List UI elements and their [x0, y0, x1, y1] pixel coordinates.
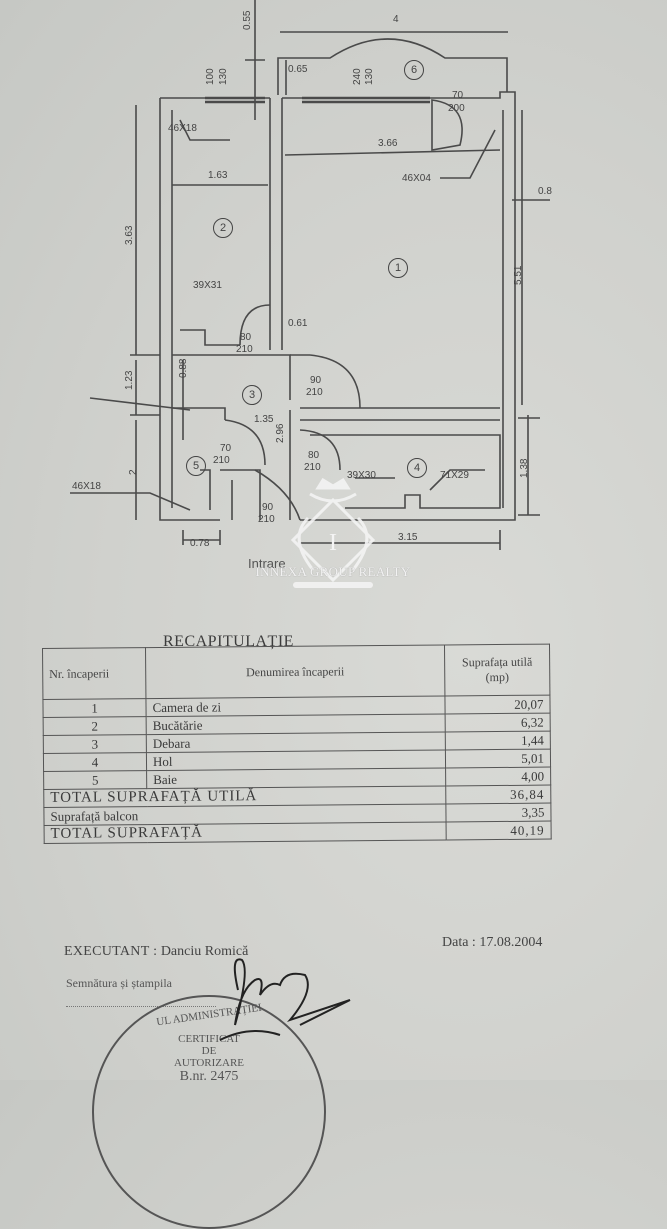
floor-plan-drawing — [70, 0, 550, 550]
executant: EXECUTANT : Danciu Romică — [64, 944, 248, 960]
dim-hall-bottom-width: 3.15 — [398, 532, 418, 543]
stamp-line-2: DE — [201, 1045, 217, 1057]
dim-hall-fixture-2: 71X29 — [440, 470, 469, 481]
dim-radiator-living: 46X04 — [402, 173, 431, 184]
dim-bath-width: 0.78 — [190, 538, 210, 549]
header-area: Suprafața utilă (mp) — [444, 644, 550, 696]
stamp-line-3: AUTORIZARE — [173, 1057, 245, 1069]
dim-top-overall: 4 — [393, 14, 399, 25]
dim-bath-depth: 2 — [128, 469, 139, 475]
stamp-number: B.nr. 2475 — [179, 1069, 239, 1084]
date-label: Data : — [442, 935, 476, 950]
dim-radiator-bath: 46X18 — [72, 481, 101, 492]
dim-window-left-2: 130 — [218, 68, 229, 85]
brand-watermark: I INNEXA GROUP REALTY — [248, 478, 418, 593]
executant-name: Danciu Romică — [160, 944, 249, 959]
executant-label: EXECUTANT : — [64, 944, 158, 959]
svg-text:I: I — [329, 530, 337, 556]
dim-door-bath-w: 70 — [220, 443, 232, 454]
row-area: 20,07 — [444, 695, 551, 714]
dim-storage-w: 0.88 — [178, 358, 189, 378]
signature-icon — [219, 958, 351, 1041]
total-row: TOTAL SUPRAFAȚĂ 40,19 — [44, 821, 552, 844]
dim-kitchen-width: 1.63 — [208, 170, 228, 181]
room-number-6: 6 — [404, 60, 424, 80]
dim-window-left-1: 100 — [205, 68, 216, 85]
dim-door-top-right: 70 — [452, 90, 464, 101]
total-useful-value: 36,84 — [445, 785, 551, 804]
laurel-crest-icon: I — [290, 478, 376, 588]
dim-door-living-h: 210 — [306, 387, 323, 398]
dim-door-bath-h: 210 — [213, 455, 230, 466]
dim-wall-061: 0.61 — [288, 318, 308, 329]
signature-line — [66, 1006, 216, 1007]
dim-living-width: 3.66 — [378, 138, 398, 149]
room-number-5: 5 — [186, 456, 206, 476]
header-nr: Nr. încaperii — [42, 647, 146, 700]
stamp-line-1: CERTIFICAT — [178, 1033, 240, 1045]
dim-window-mid-2: 130 — [364, 68, 375, 85]
date-value: 17.08.2004 — [479, 935, 543, 950]
row-nr: 2 — [43, 716, 147, 736]
room-number-2: 2 — [213, 218, 233, 238]
dim-hall-left: 1.23 — [124, 370, 135, 390]
dim-living-depth: 5.51 — [513, 265, 524, 285]
dim-hall-fixture: 39X30 — [347, 470, 376, 481]
row-area: 6,32 — [445, 713, 551, 732]
entrance-label: Intrare — [248, 556, 286, 571]
dim-hall-small: 2.96 — [275, 423, 286, 443]
balcony-value: 3,35 — [445, 803, 552, 822]
row-area: 5,01 — [445, 749, 551, 768]
dim-entry-door-h: 210 — [258, 514, 275, 525]
dim-door-hall-w: 80 — [308, 450, 320, 461]
dim-door-living-w: 90 — [310, 375, 322, 386]
dim-entry-door-w: 90 — [262, 502, 274, 513]
room-number-3: 3 — [242, 385, 262, 405]
row-nr: 1 — [42, 698, 147, 718]
row-nr: 3 — [43, 734, 147, 754]
total-label: TOTAL SUPRAFAȚĂ — [44, 821, 447, 844]
recap-header-row: Nr. încaperii Denumirea încaperii Supraf… — [42, 644, 550, 700]
row-area: 1,44 — [445, 731, 551, 750]
dim-hall-width: 1.35 — [254, 414, 274, 425]
signature-label: Semnătura și ștampila — [66, 976, 172, 990]
header-name: Denumirea încaperii — [145, 644, 445, 699]
dim-door-hall-h: 210 — [304, 462, 321, 473]
room-number-4: 4 — [407, 458, 427, 478]
dim-window-mid-1: 240 — [352, 68, 363, 85]
dim-radiator-kitchen: 46X18 — [168, 123, 197, 134]
dim-door-kitchen-h: 210 — [236, 344, 253, 355]
recap-title: RECAPITULAȚIE — [163, 633, 294, 650]
room-number-1: 1 — [388, 258, 408, 278]
dim-right-offset: 0.8 — [538, 186, 552, 197]
total-value: 40,19 — [446, 821, 552, 840]
recap-table: Nr. încaperii Denumirea încaperii Supraf… — [42, 644, 552, 844]
dim-kitchen-depth: 3.63 — [124, 225, 135, 245]
brand-name: INNEXA GROUP REALTY — [255, 564, 411, 579]
dim-door-top-right-h: 200 — [448, 103, 465, 114]
dim-top-left-vertical: 0.55 — [242, 10, 253, 30]
row-nr: 5 — [43, 770, 147, 790]
dim-balcony-left: 0.65 — [288, 64, 308, 75]
date: Data : 17.08.2004 — [442, 935, 542, 951]
dim-sink: 39X31 — [193, 280, 222, 291]
dim-door-kitchen-w: 80 — [240, 332, 252, 343]
row-area: 4,00 — [445, 767, 551, 786]
row-nr: 4 — [43, 752, 147, 772]
dim-hall-right-depth: 1.38 — [519, 458, 530, 478]
floor-plan: 4 0.55 100 130 0.65 240 130 70 200 46X18… — [70, 0, 552, 593]
